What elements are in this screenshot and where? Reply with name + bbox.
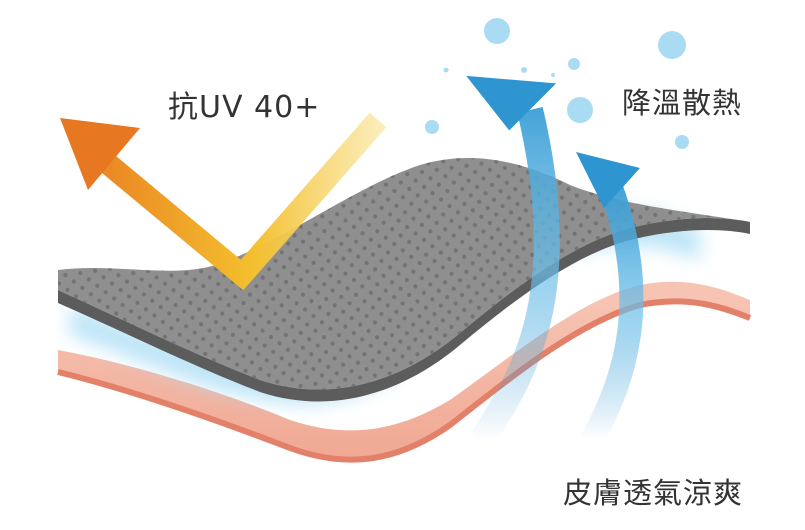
uv-protection-label: 抗UV 40+ (168, 90, 321, 125)
uv-reflect-arrow-icon (60, 112, 387, 291)
skin-breathable-label: 皮膚透氣涼爽 (563, 476, 744, 510)
skin-layer (57, 281, 752, 463)
water-bubble-icon (425, 18, 689, 149)
airflow-arrow-icon (466, 75, 560, 447)
fabric-layer (58, 157, 750, 402)
cooling-label: 降溫散熱 (622, 86, 743, 120)
airflow-arrow-icon (576, 152, 644, 446)
